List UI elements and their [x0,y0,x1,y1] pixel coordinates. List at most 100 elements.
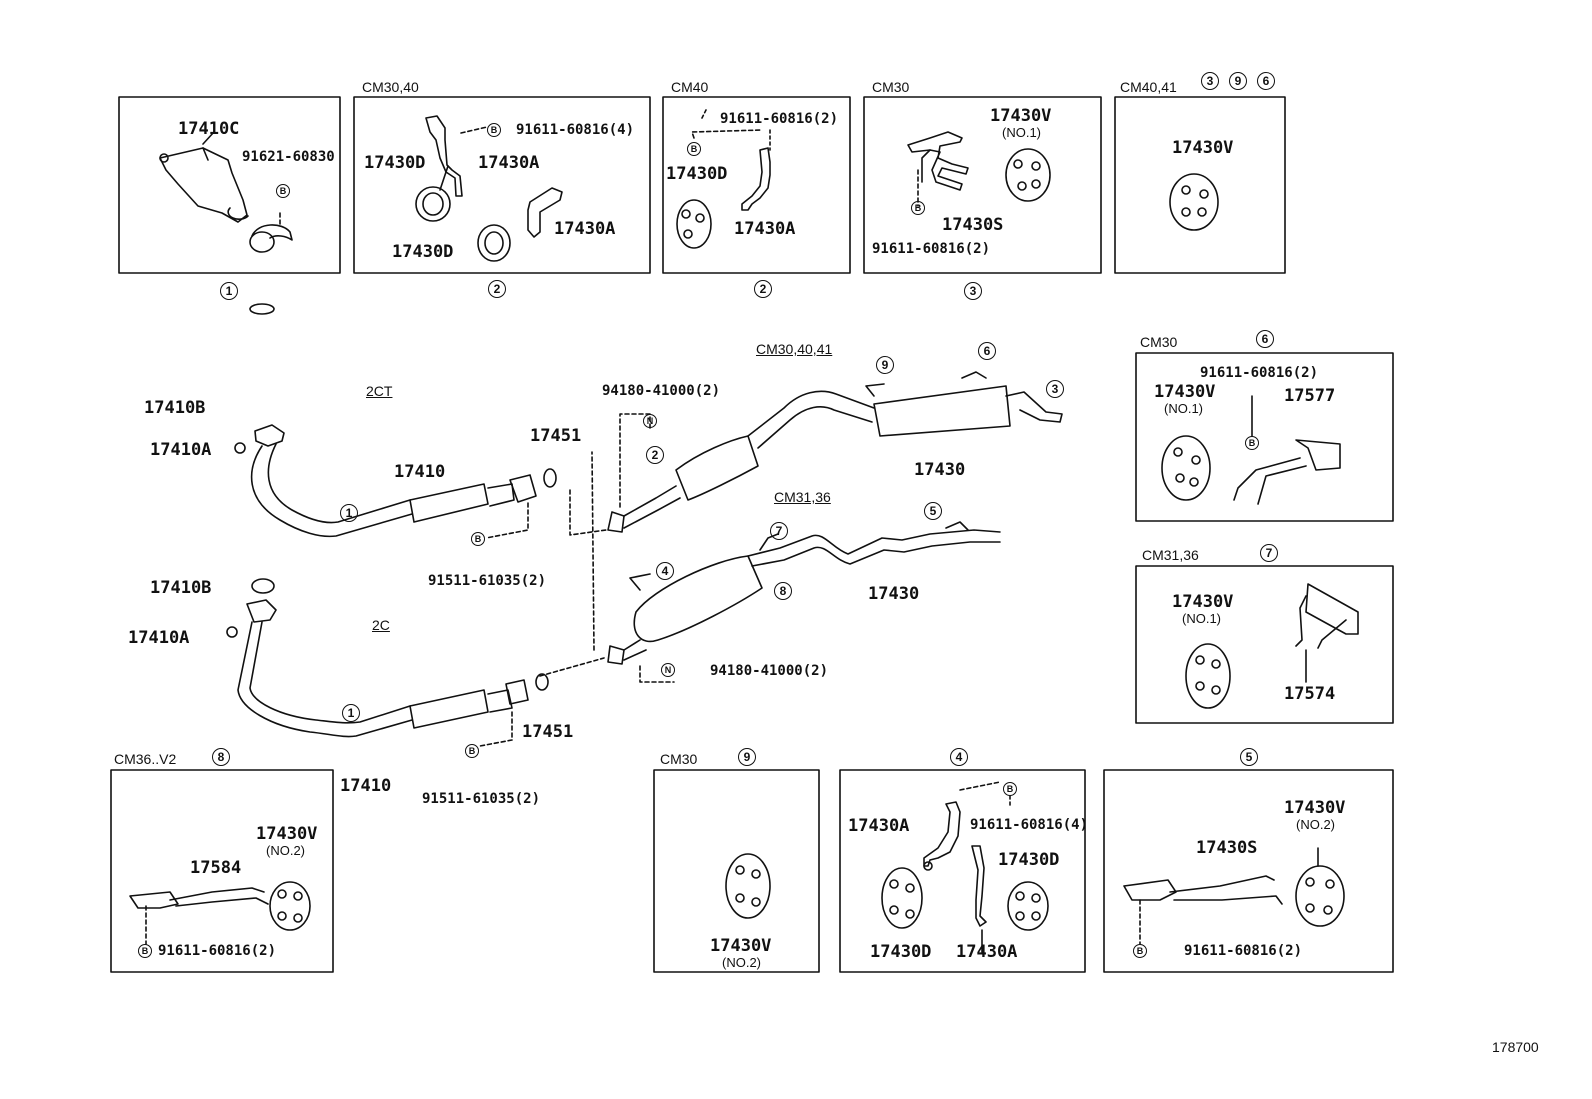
part-17430V-box7: 17430V [1172,592,1234,612]
box10-drawing [881,781,1049,953]
box5-drawing [1169,173,1219,231]
box8-model-label: CM36..V2 [114,751,177,767]
part-91611-60816-2-box11: 91611-60816(2) [1184,943,1303,959]
part-17430D-box2b: 17430D [392,242,454,262]
box4-bolt-symbol: B [911,201,925,215]
upper-nut-symbol: N [643,414,657,428]
box1-ref: 1 [220,282,238,300]
box4-ref: 3 [964,282,982,300]
box6-no1-label: (NO.1) [1164,401,1203,416]
box2-bolt-symbol: B [487,123,501,137]
part-17430V-box5: 17430V [1172,138,1234,158]
ref-8: 8 [774,582,792,600]
part-91511-61035-bottom: 91511-61035(2) [422,791,541,807]
box11-no2-label: (NO.2) [1296,817,1335,832]
part-17430S-box4: 17430S [942,215,1004,235]
box8-ref: 8 [212,748,230,766]
part-17430V-box8: 17430V [256,824,318,844]
box9-ref: 9 [738,748,756,766]
box9-drawing [725,853,771,919]
box3-bolt-symbol: B [687,142,701,156]
box8-bolt-symbol: B [138,944,152,958]
part-17430V-box4: 17430V [990,106,1052,126]
part-91611-60816-2-box3: 91611-60816(2) [720,111,839,127]
detail-box-frames [110,96,1394,973]
ref-4: 4 [656,562,674,580]
engine-2c-label: 2C [372,617,390,633]
part-17451-bottom: 17451 [522,722,574,742]
ref-6: 6 [978,342,996,360]
part-17430D-box2a: 17430D [364,153,426,173]
box11-bolt-symbol: B [1133,944,1147,958]
box9-model-label: CM30 [660,751,698,767]
box10-ref: 4 [950,748,968,766]
box5-ref-3: 3 [1201,72,1219,90]
part-17430D-box10a: 17430D [998,850,1060,870]
part-17430-lower: 17430 [868,584,920,604]
box3-model-label: CM40 [671,79,709,95]
part-91611-60816-4-box2: 91611-60816(4) [516,122,635,138]
box6-model-label: CM30 [1140,334,1178,350]
box7-ref: 7 [1260,544,1278,562]
part-17574: 17574 [1284,684,1336,704]
upper-bolt-symbol: B [471,532,485,546]
part-17410A-top: 17410A [150,440,212,460]
box2-drawing [415,115,563,262]
lower-nut-symbol: N [661,663,675,677]
part-17410-top: 17410 [394,462,446,482]
box4-no1-label: (NO.1) [1002,125,1041,140]
figure-number: 178700 [1492,1039,1539,1055]
part-17430S-box11: 17430S [1196,838,1258,858]
box11-drawing [1123,847,1345,945]
part-17430A-box10b: 17430A [956,942,1018,962]
lower-bolt-symbol: B [465,744,479,758]
ref-2-top: 2 [646,446,664,464]
box2-model-label: CM30,40 [362,79,419,95]
engine-2ct-label: 2CT [366,383,393,399]
part-17410-bottom: 17410 [340,776,392,796]
part-17430A-box2a: 17430A [478,153,540,173]
ref-7: 7 [770,522,788,540]
model-upper-label: CM30,40,41 [756,341,833,357]
box9-no2-label: (NO.2) [722,955,761,970]
lower-exhaust-system [226,451,1001,747]
ref-5: 5 [924,502,942,520]
part-94180-41000-top: 94180-41000(2) [602,383,721,399]
box7-model-label: CM31,36 [1142,547,1199,563]
part-17410C: 17410C [178,119,240,139]
part-17451-top: 17451 [530,426,582,446]
part-17430A-box10a: 17430A [848,816,910,836]
part-17410B-bottom: 17410B [150,578,212,598]
box1-bolt-symbol: B [276,184,290,198]
part-94180-41000-bottom: 94180-41000(2) [710,663,829,679]
part-91611-60816-2-box8: 91611-60816(2) [158,943,277,959]
box5-ref-9: 9 [1229,72,1247,90]
part-17430A-box3: 17430A [734,219,796,239]
box11-ref: 5 [1240,748,1258,766]
part-17430V-box6: 17430V [1154,382,1216,402]
box5-ref-6: 6 [1257,72,1275,90]
model-lower-label: CM31,36 [774,489,831,505]
part-17430V-box11: 17430V [1284,798,1346,818]
part-91611-60816-2-box6: 91611-60816(2) [1200,365,1319,381]
part-17430-upper: 17430 [914,460,966,480]
box4-model-label: CM30 [872,79,910,95]
part-17410B-top: 17410B [144,398,206,418]
ref-9: 9 [876,356,894,374]
box8-no2-label: (NO.2) [266,843,305,858]
part-91621-60830: 91621-60830 [242,149,335,165]
part-91611-60816-2-box4: 91611-60816(2) [872,241,991,257]
box6-bolt-symbol: B [1245,436,1259,450]
box6-ref: 6 [1256,330,1274,348]
part-91611-60816-4-box10: 91611-60816(4) [970,817,1089,833]
part-17430V-box9: 17430V [710,936,772,956]
part-17410A-bottom: 17410A [128,628,190,648]
ref-1-bottom: 1 [342,704,360,722]
part-17430D-box3: 17430D [666,164,728,184]
part-17577: 17577 [1284,386,1336,406]
part-91511-61035-top: 91511-61035(2) [428,573,547,589]
box7-no1-label: (NO.1) [1182,611,1221,626]
part-17430A-box2b: 17430A [554,219,616,239]
ref-3: 3 [1046,380,1064,398]
